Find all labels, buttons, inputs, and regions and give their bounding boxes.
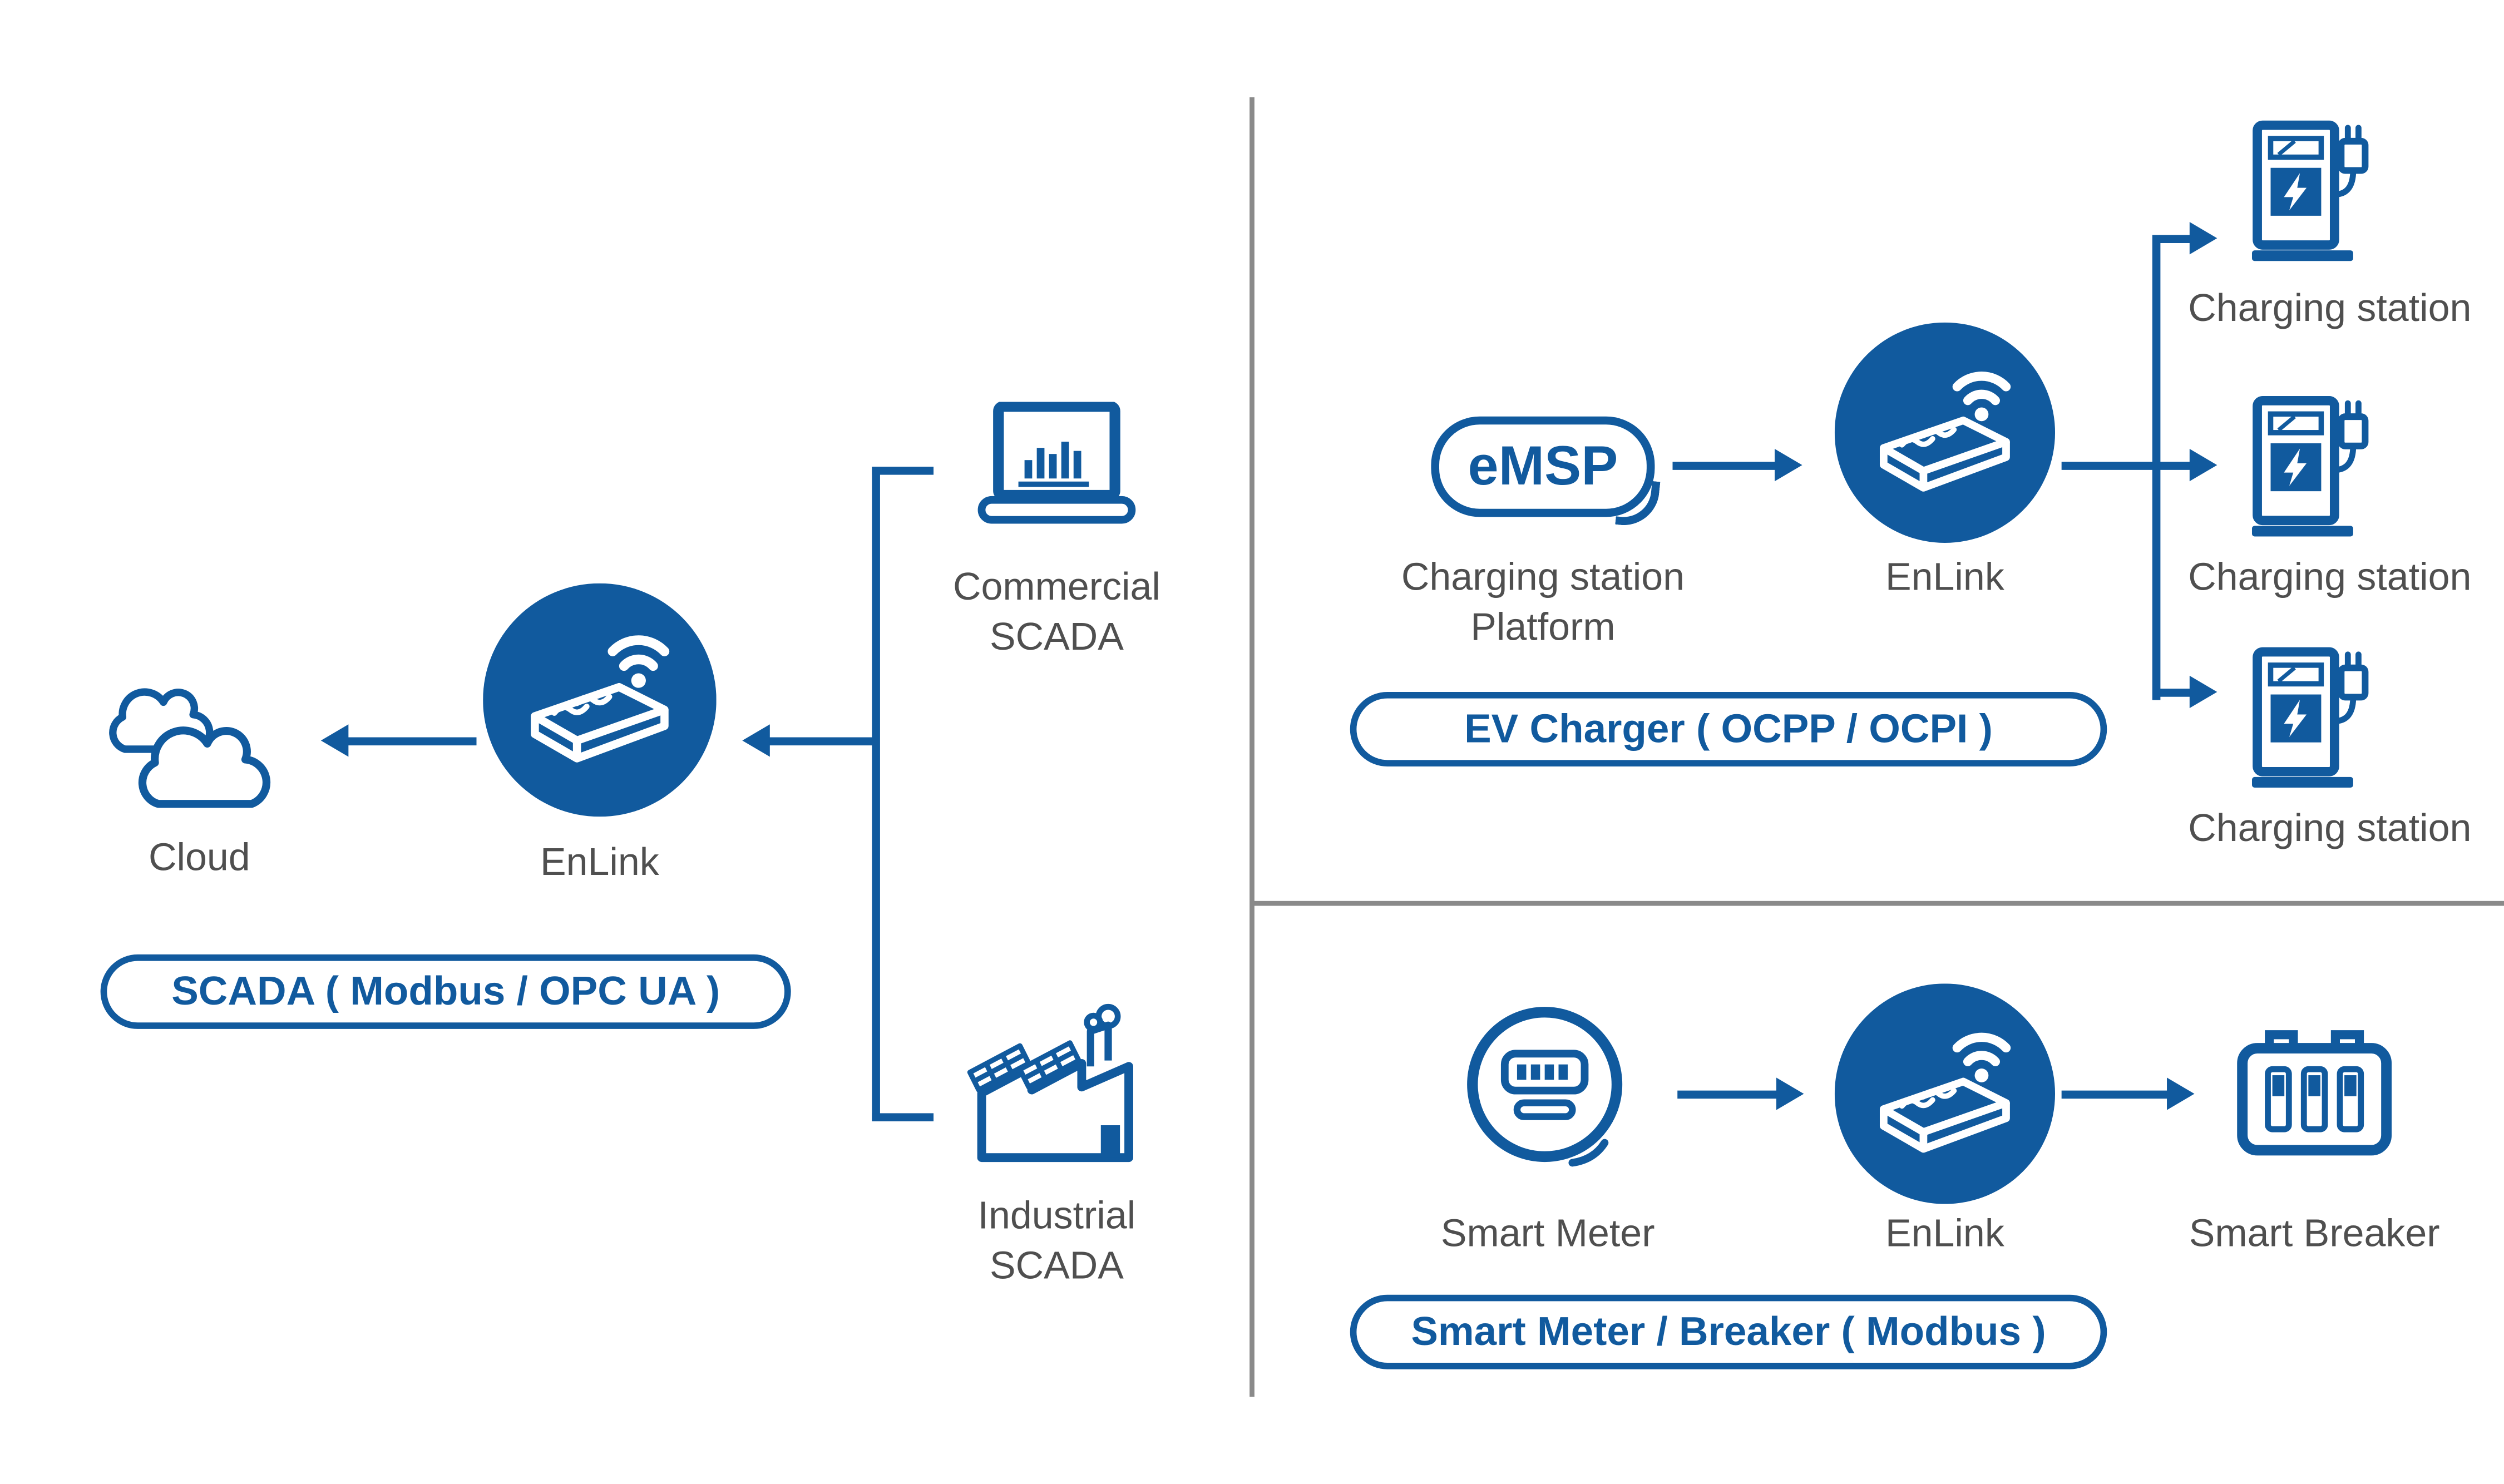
arrow-enlink-to-station-bottom — [2159, 675, 2217, 709]
enlink-gateway-icon — [1834, 322, 2056, 543]
smart-meter-icon — [1459, 1001, 1637, 1179]
commercial-scada-label-line1: Commercial — [952, 565, 1160, 610]
emsp-bubble: eMSP — [1431, 416, 1655, 517]
smart-meter-label: Smart Meter — [1440, 1212, 1655, 1256]
charging-station-label: Charging station — [2188, 807, 2472, 851]
charging-station-label: Charging station — [2188, 556, 2472, 600]
cloud-label: Cloud — [148, 836, 250, 880]
bracket-bottom-stub — [872, 1113, 934, 1121]
smart-breaker-icon — [2233, 1021, 2395, 1171]
enlink-label: EnLink — [540, 840, 659, 885]
arrow-scada-to-enlink — [742, 724, 878, 757]
cloud-icon — [103, 664, 295, 810]
arrow-emsp-to-enlink — [1672, 448, 1802, 482]
arrow-enlink-to-station-top — [2159, 222, 2217, 255]
enlink-gateway-icon — [1834, 983, 2056, 1204]
commercial-scada-label-line2: SCADA — [990, 616, 1124, 660]
commercial-scada-label: Commercial SCADA — [878, 562, 1235, 663]
charging-platform-label-line1: Charging station — [1401, 556, 1685, 600]
charging-platform-label: Charging station Platform — [1365, 552, 1721, 653]
arrow-enlink-to-station-middle — [2061, 448, 2217, 482]
arrow-meter-to-enlink — [1677, 1077, 1804, 1110]
laptop-chart-icon — [972, 402, 1141, 542]
enlink-gateway-icon — [483, 583, 717, 817]
charging-station-icon — [2246, 395, 2369, 545]
industrial-scada-label: Industrial SCADA — [878, 1191, 1235, 1292]
vertical-divider — [1249, 97, 1255, 1397]
enlink-label: EnLink — [1885, 1212, 2004, 1256]
bracket-top-stub — [872, 467, 934, 475]
industrial-scada-label-line1: Industrial — [977, 1194, 1136, 1238]
branch-vertical-line — [2152, 235, 2161, 700]
charging-station-label: Charging station — [2188, 286, 2472, 331]
bracket-vertical-line — [872, 467, 880, 1121]
charging-station-icon — [2246, 646, 2369, 795]
enlink-label: EnLink — [1885, 556, 2004, 600]
horizontal-divider — [1252, 901, 2504, 906]
smart-breaker-label: Smart Breaker — [2189, 1212, 2440, 1256]
charging-platform-label-line2: Platform — [1470, 606, 1616, 650]
charging-station-icon — [2246, 120, 2369, 269]
factory-icon — [961, 1001, 1153, 1166]
meter-breaker-protocol-pill: Smart Meter / Breaker ( Modbus ) — [1350, 1294, 2107, 1369]
scada-protocol-pill: SCADA ( Modbus / OPC UA ) — [100, 954, 791, 1029]
ev-charger-protocol-pill: EV Charger ( OCPP / OCPI ) — [1350, 691, 2107, 766]
industrial-scada-label-line2: SCADA — [990, 1244, 1124, 1289]
arrow-enlink-to-breaker — [2061, 1077, 2195, 1110]
arrow-enlink-to-cloud — [320, 724, 477, 757]
